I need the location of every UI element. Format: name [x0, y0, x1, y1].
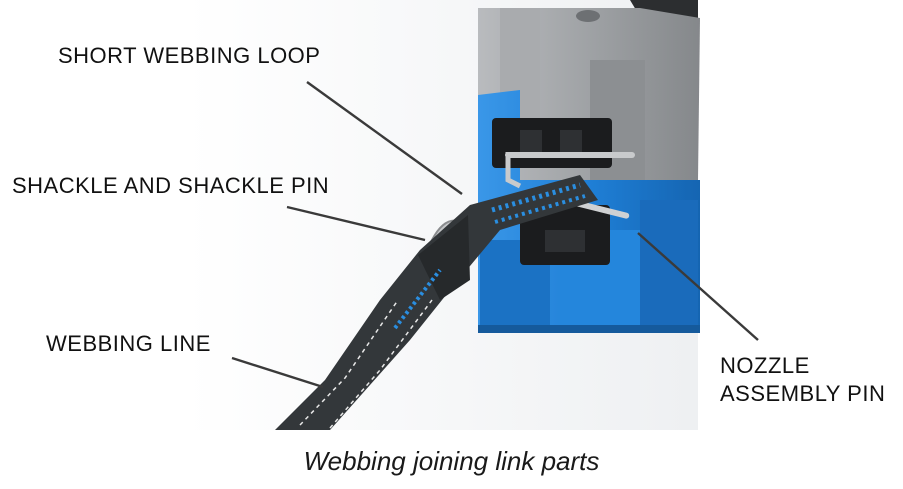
- leader-line-short-webbing-loop: [306, 81, 463, 195]
- leader-line-shackle: [286, 205, 426, 242]
- leader-line-webbing-line: [231, 356, 324, 389]
- label-nozzle-line2: ASSEMBLY PIN: [720, 380, 886, 406]
- label-short-webbing-loop: SHORT WEBBING LOOP: [58, 43, 321, 68]
- label-shackle-and-pin: SHACKLE AND SHACKLE PIN: [12, 173, 330, 198]
- label-webbing-line: WEBBING LINE: [46, 331, 211, 356]
- label-nozzle-assembly-pin: NOZZLE ASSEMBLY PIN: [720, 352, 885, 407]
- figure-caption: Webbing joining link parts: [303, 446, 600, 476]
- webbing-strap: [275, 175, 598, 430]
- leader-line-nozzle-pin: [637, 232, 759, 341]
- label-nozzle-line1: NOZZLE: [720, 353, 810, 378]
